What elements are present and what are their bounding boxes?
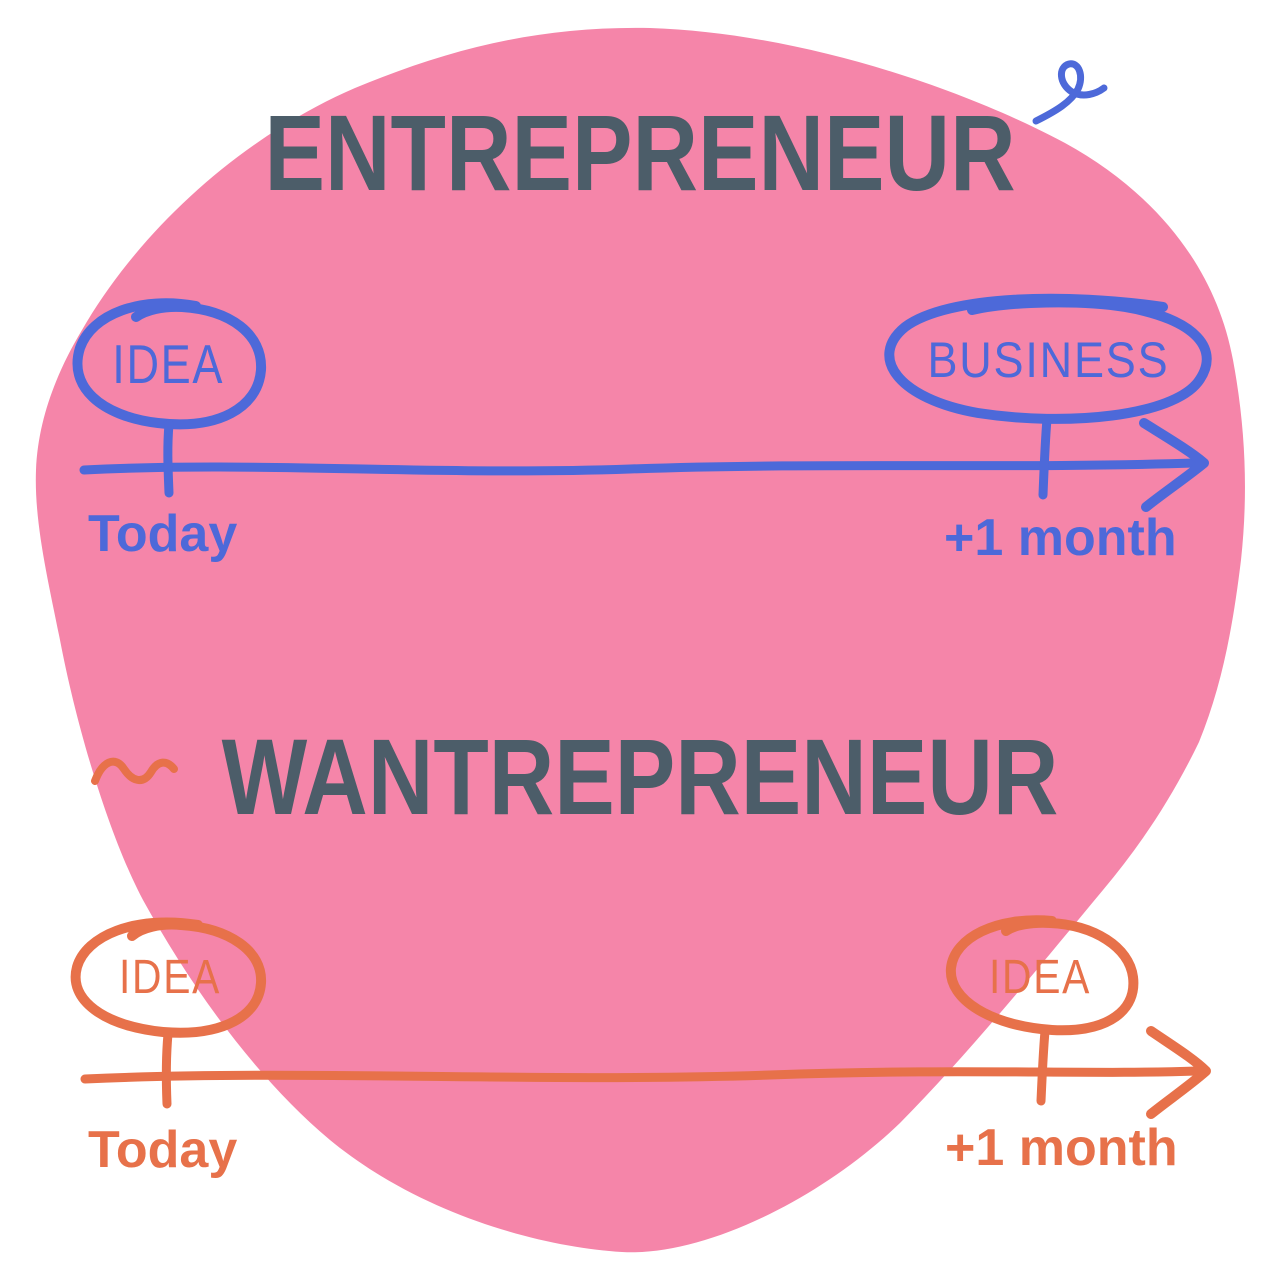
entrepreneur-title: ENTREPRENEUR [0, 99, 1280, 207]
wantrepreneur-title-text: WANTREPRENEUR [221, 716, 1059, 837]
entrepreneur-end-tick [1038, 414, 1052, 500]
entrepreneur-start-tick [163, 419, 174, 498]
entrepreneur-start-label: IDEA [68, 334, 268, 394]
wantrepreneur-end-label-text: IDEA [988, 951, 1092, 1004]
wantrepreneur-arrowhead-icon [1146, 1026, 1211, 1119]
wantrepreneur-start-time: Today [88, 1121, 238, 1179]
wantrepreneur-timeline-line [80, 1066, 1202, 1084]
wantrepreneur-end-time: +1 month [945, 1119, 1178, 1177]
wantrepreneur-end-tick [1036, 1026, 1050, 1106]
wantrepreneur-start-tick [161, 1029, 173, 1109]
entrepreneur-start-time: Today [88, 505, 238, 563]
entrepreneur-start-label-text: IDEA [112, 332, 224, 395]
entrepreneur-title-text: ENTREPRENEUR [264, 92, 1016, 213]
entrepreneur-arrowhead-icon [1139, 418, 1209, 512]
entrepreneur-end-time: +1 month [944, 509, 1177, 567]
wantrepreneur-start-label: IDEA [70, 950, 270, 1006]
wantrepreneur-end-label: IDEA [940, 950, 1140, 1006]
wantrepreneur-start-label-text: IDEA [118, 951, 222, 1004]
wantrepreneur-title: WANTREPRENEUR [0, 723, 1280, 831]
entrepreneur-end-label-text: BUSINESS [927, 332, 1169, 388]
entrepreneur-end-label: BUSINESS [898, 330, 1198, 390]
entrepreneur-timeline-line [79, 458, 1199, 476]
